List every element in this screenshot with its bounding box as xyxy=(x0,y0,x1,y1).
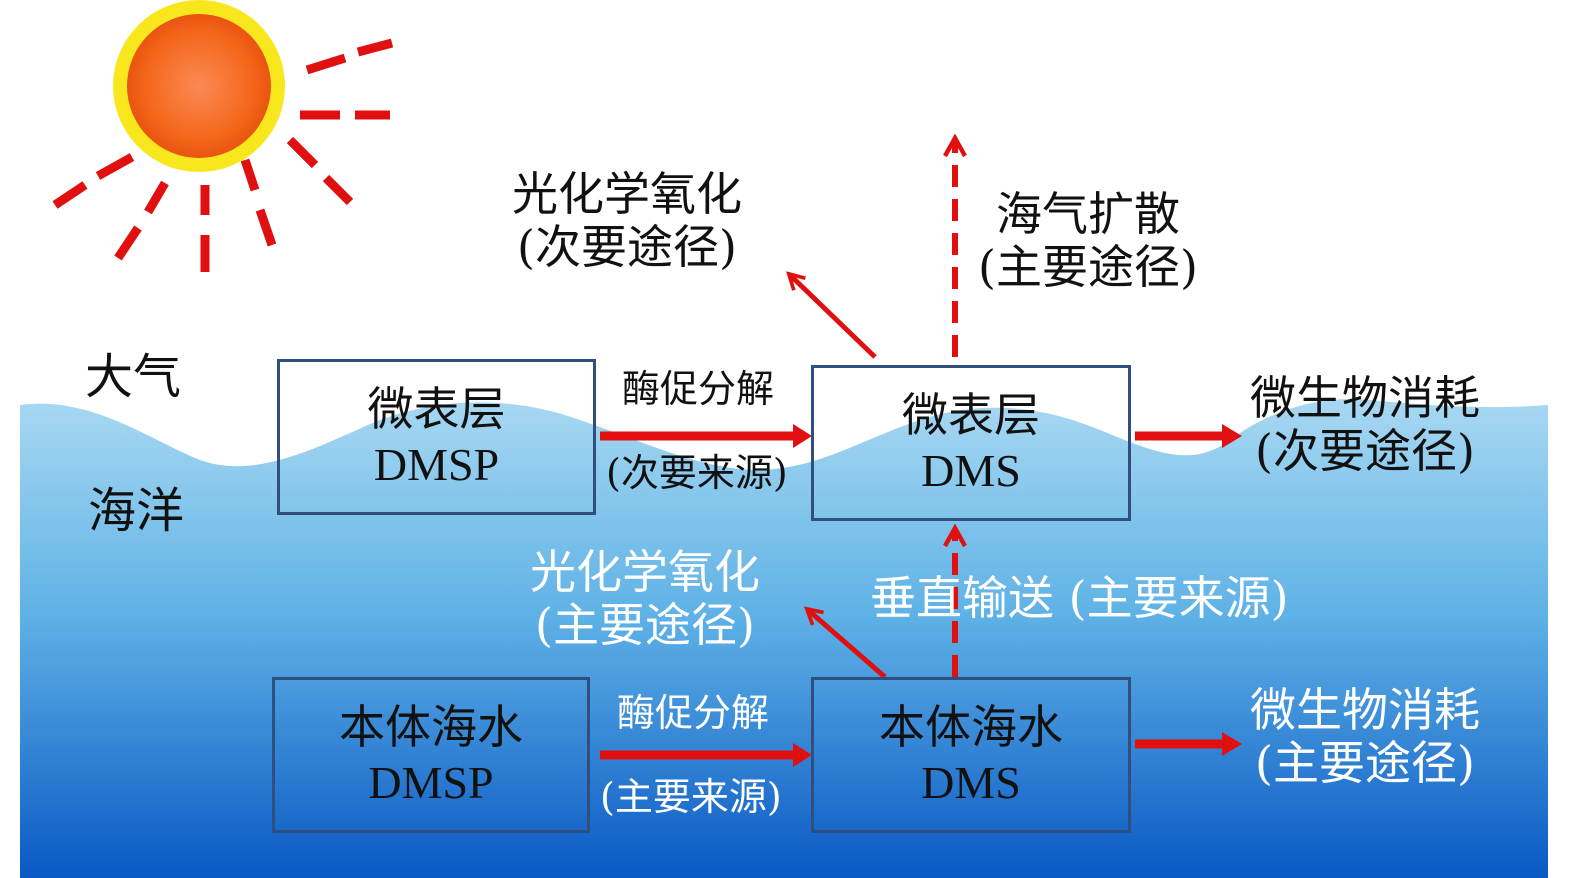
box-compound: DMSP xyxy=(368,757,494,808)
surface-enzyme-role: (次要来源) xyxy=(606,451,788,495)
sun-icon xyxy=(113,0,285,172)
box-title: 本体海水 xyxy=(879,699,1063,754)
process-role: (次要途径) xyxy=(517,219,737,274)
sun-rays xyxy=(52,38,394,272)
box-title: 微表层 xyxy=(902,387,1040,442)
ocean-label: 海洋 xyxy=(88,483,185,539)
surface-microbe-label: 微生物消耗 (次要途径) xyxy=(1250,372,1480,478)
process-name: 光化学氧化 xyxy=(512,167,742,221)
process-role: (次要途径) xyxy=(1255,423,1475,478)
atmosphere-label: 大气 xyxy=(85,349,182,405)
process-name: 海气扩散 xyxy=(995,187,1180,241)
surface-dms-box: 微表层 DMS xyxy=(811,365,1131,521)
process-name: 微生物消耗 xyxy=(1250,371,1480,425)
arrow-icon xyxy=(790,275,877,359)
sea-water xyxy=(20,399,1548,878)
bulk-dmsp-box: 本体海水 DMSP xyxy=(272,677,590,833)
bulk-dms-box: 本体海水 DMS xyxy=(811,677,1131,833)
arrow-icon xyxy=(808,610,887,679)
box-compound: DMS xyxy=(921,445,1021,496)
bulk-photo-oxidation-label: 光化学氧化 (主要途径) xyxy=(530,546,760,652)
surface-photo-oxidation-label: 光化学氧化 (次要途径) xyxy=(512,168,742,274)
vertical-transport-label: 垂直输送 (主要来源) xyxy=(870,571,1289,625)
box-compound: DMS xyxy=(921,757,1021,808)
air-sea-diffusion-label: 海气扩散 (主要途径) xyxy=(978,188,1198,294)
process-role: (主要途径) xyxy=(1255,735,1475,790)
box-title: 微表层 xyxy=(367,381,506,436)
process-role: (主要途径) xyxy=(535,597,755,652)
bulk-microbe-label: 微生物消耗 (主要途径) xyxy=(1250,684,1480,790)
box-title: 本体海水 xyxy=(339,699,523,754)
arrows xyxy=(600,140,1242,767)
process-name: 微生物消耗 xyxy=(1250,683,1480,737)
surface-dmsp-box: 微表层 DMSP xyxy=(277,359,596,515)
bulk-enzyme-name: 酶促分解 xyxy=(617,691,770,735)
box-compound: DMSP xyxy=(373,439,500,490)
surface-enzyme-name: 酶促分解 xyxy=(622,367,775,411)
bulk-enzyme-role: (主要来源) xyxy=(600,775,782,819)
process-role: (主要途径) xyxy=(978,239,1198,294)
process-name: 光化学氧化 xyxy=(530,545,760,599)
